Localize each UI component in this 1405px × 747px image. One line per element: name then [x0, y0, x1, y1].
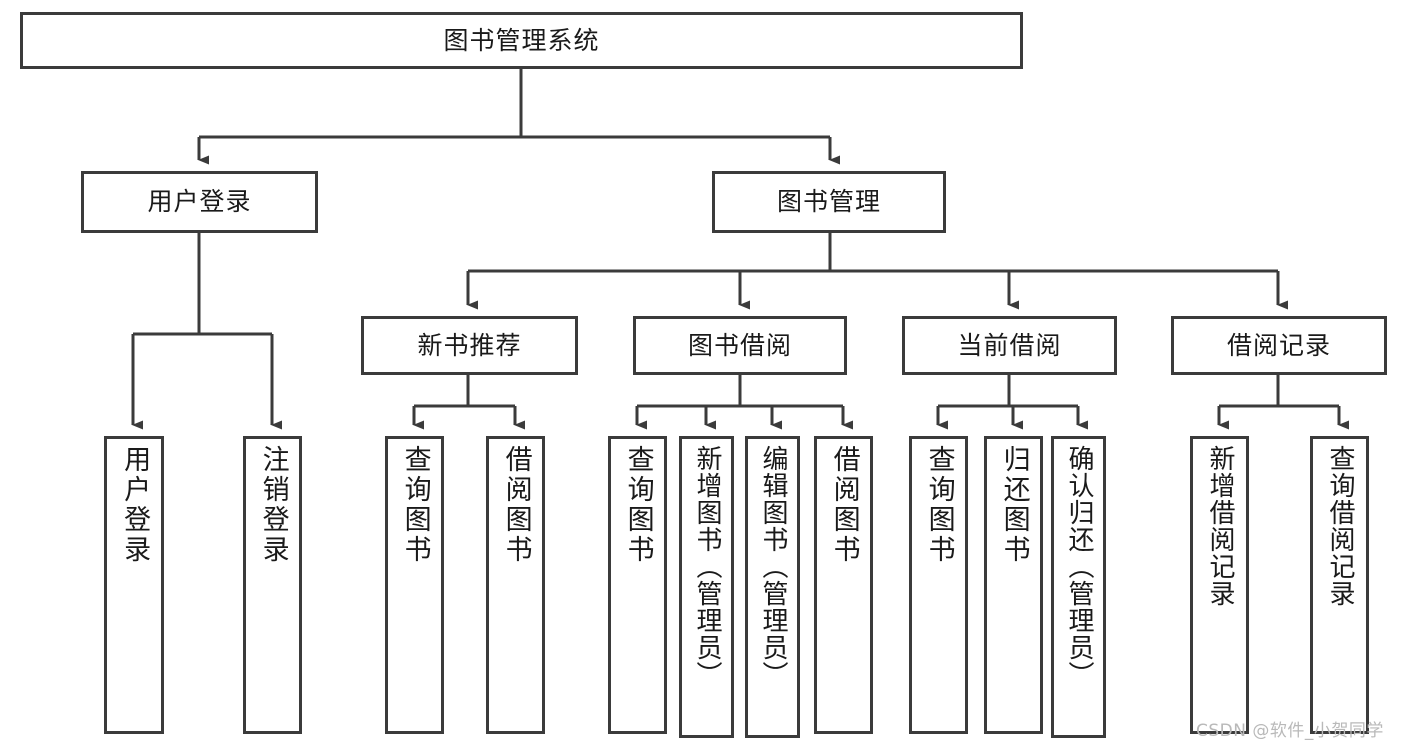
node-new-book-recommend[interactable]: 新书推荐 — [361, 316, 578, 375]
node-label: 查询图书 — [923, 445, 955, 565]
node-label: 新增借阅记录 — [1205, 445, 1236, 607]
node-label: 图书管理 — [776, 187, 881, 216]
leaf-borrow-book-rec[interactable]: 借阅图书 — [486, 436, 545, 734]
node-label: 图书借阅 — [687, 330, 792, 360]
node-label: 查询图书 — [399, 445, 431, 565]
node-book-management[interactable]: 图书管理 — [712, 171, 946, 233]
node-label: 注销登录 — [257, 445, 289, 565]
node-user-login[interactable]: 用户登录 — [81, 171, 318, 233]
node-label: 当前借阅 — [957, 330, 1062, 360]
node-book-borrow[interactable]: 图书借阅 — [633, 316, 847, 375]
node-label: 编辑图书（管理员） — [758, 445, 789, 688]
node-borrow-record[interactable]: 借阅记录 — [1171, 316, 1387, 375]
node-current-borrow[interactable]: 当前借阅 — [902, 316, 1117, 375]
leaf-return-book[interactable]: 归还图书 — [984, 436, 1043, 734]
node-label: 查询借阅记录 — [1325, 445, 1356, 607]
leaf-borrow-book[interactable]: 借阅图书 — [814, 436, 873, 734]
leaf-add-borrow-record[interactable]: 新增借阅记录 — [1190, 436, 1249, 734]
leaf-logout[interactable]: 注销登录 — [243, 436, 302, 734]
node-label: 新增图书（管理员） — [692, 445, 723, 688]
node-label: 用户登录 — [147, 187, 252, 216]
leaf-query-book-current[interactable]: 查询图书 — [909, 436, 968, 734]
node-label: 借阅图书 — [828, 445, 860, 565]
node-label: 借阅图书 — [500, 445, 532, 565]
node-label: 归还图书 — [998, 445, 1030, 565]
node-label: 查询图书 — [622, 445, 654, 565]
node-label: 用户登录 — [119, 445, 151, 565]
leaf-query-borrow-record[interactable]: 查询借阅记录 — [1310, 436, 1369, 734]
node-label: 确认归还（管理员） — [1064, 445, 1095, 688]
node-root-system[interactable]: 图书管理系统 — [20, 12, 1023, 69]
leaf-add-book-admin[interactable]: 新增图书（管理员） — [679, 436, 734, 738]
node-label: 借阅记录 — [1226, 330, 1331, 360]
csdn-watermark: CSDN @软件_小贺同学 — [1196, 721, 1384, 741]
leaf-query-book-rec[interactable]: 查询图书 — [385, 436, 444, 734]
leaf-user-login[interactable]: 用户登录 — [104, 436, 164, 734]
leaf-edit-book-admin[interactable]: 编辑图书（管理员） — [745, 436, 800, 738]
node-label: 新书推荐 — [417, 330, 522, 360]
node-label: 图书管理系统 — [443, 25, 600, 55]
leaf-query-book-borrow[interactable]: 查询图书 — [608, 436, 667, 734]
leaf-confirm-return-admin[interactable]: 确认归还（管理员） — [1051, 436, 1106, 738]
